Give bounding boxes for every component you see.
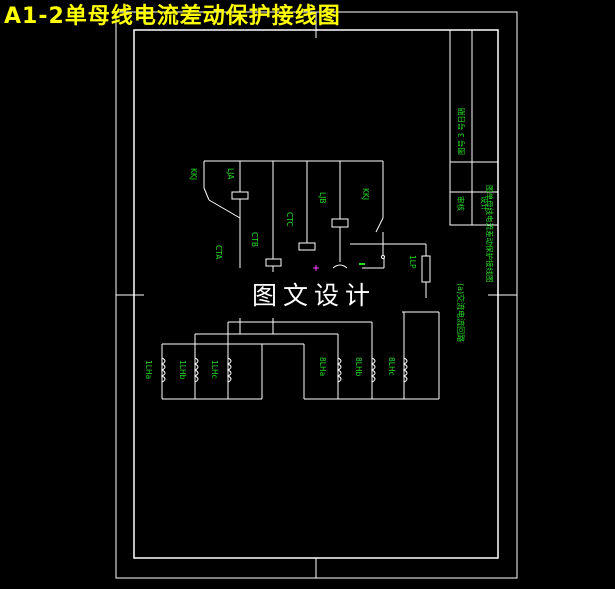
label-coil-8a: 8LHa xyxy=(318,357,327,376)
label-relay-kd2: KKJ xyxy=(361,188,370,200)
label-ct-b: CTB xyxy=(250,232,259,247)
label-relay-ib: LJB xyxy=(318,192,327,204)
label-coil-1b: 1LHb xyxy=(178,360,187,380)
coil-1a xyxy=(160,357,166,383)
page-title: A1-2单母线电流差动保护接线图 xyxy=(4,4,341,29)
coil-1b xyxy=(193,357,199,383)
title-block-design: 设计 xyxy=(480,196,490,211)
label-coil-8c: 8LHc xyxy=(387,357,396,376)
label-coil-1c: 1LHc xyxy=(210,360,219,379)
coil-8a xyxy=(336,357,342,383)
caption-ac-circuit: (a)交流电流回路 xyxy=(456,283,466,342)
relay-circuit xyxy=(203,160,431,298)
title-block-review: 审核 xyxy=(456,196,466,211)
label-coil-8b: 8LHb xyxy=(354,357,363,377)
label-coil-1a: 1LHa xyxy=(144,360,153,379)
label-lp: 1LP xyxy=(408,255,417,269)
coil-1c xyxy=(226,357,232,383)
label-ct-c: CTC xyxy=(285,212,294,227)
coil-8c xyxy=(402,357,408,383)
ac-current-circuit xyxy=(160,311,440,400)
label-relay-kd: KKJ xyxy=(189,168,198,180)
label-ct-a: CTA xyxy=(214,245,223,260)
coil-8b xyxy=(370,357,376,383)
watermark: 图文设计 xyxy=(228,278,400,314)
title-block: 图号 3 号日期 图单母线电流差动保护接线图 审核 设计 xyxy=(449,29,499,283)
title-block-drawing-name: 图单母线电流差动保护接线图 xyxy=(485,185,495,283)
label-relay-ia: LJA xyxy=(226,168,235,180)
title-block-drawing-no: 图号 3 号日期 xyxy=(457,108,466,155)
